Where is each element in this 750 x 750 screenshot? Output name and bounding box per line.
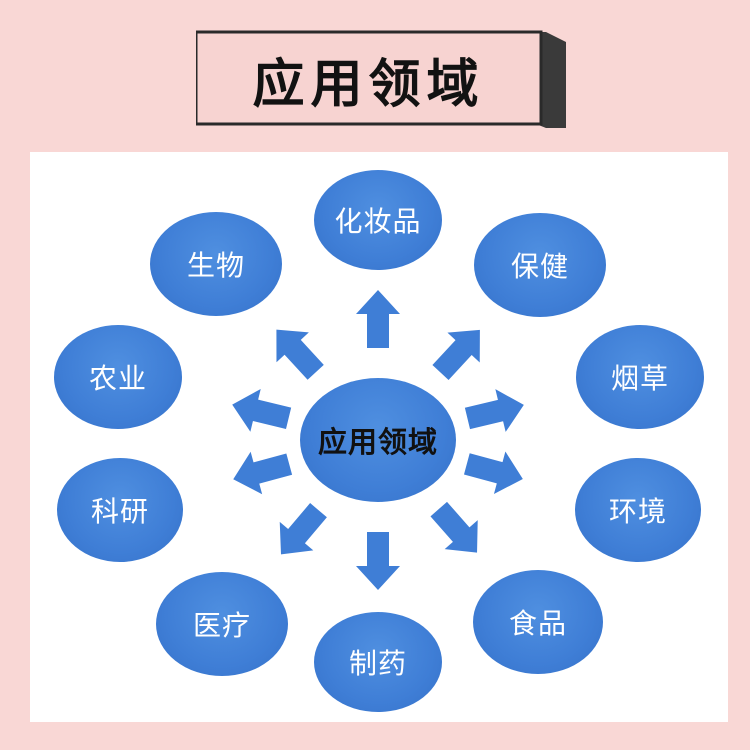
title-banner-frame xyxy=(196,30,566,128)
node-research: 科研 xyxy=(57,458,183,562)
node-agriculture: 农业 xyxy=(54,325,182,429)
arrow-to-cosmetics xyxy=(356,290,400,348)
page-title: 应用领域 xyxy=(252,53,485,115)
node-biology: 生物 xyxy=(150,212,282,316)
node-label: 农业 xyxy=(88,362,147,395)
node-medical: 医疗 xyxy=(156,572,288,676)
arrow-to-health xyxy=(432,329,480,380)
arrows-layer xyxy=(232,290,524,590)
center-node: 应用领域 xyxy=(300,378,456,502)
arrow-to-medical xyxy=(279,503,327,555)
node-label: 制药 xyxy=(348,647,407,680)
title-banner: 应用领域 xyxy=(196,30,566,128)
arrow-to-research xyxy=(233,451,293,495)
node-health: 保健 xyxy=(474,213,606,317)
node-tobacco: 烟草 xyxy=(576,325,704,429)
node-label: 科研 xyxy=(90,495,149,528)
node-label: 化妆品 xyxy=(334,205,422,238)
arrow-to-environment xyxy=(463,451,523,495)
node-pharma: 制药 xyxy=(314,612,442,712)
arrow-to-tobacco xyxy=(464,389,524,432)
arrow-to-pharma xyxy=(356,532,400,590)
arrow-to-biology xyxy=(276,329,324,380)
arrow-to-agriculture xyxy=(232,388,292,432)
diagram-panel: 应用领域 化妆品 保健 烟草 环境 食品 制药 医疗 科研 农业 生物 xyxy=(30,152,728,722)
node-label: 烟草 xyxy=(610,362,669,395)
node-label: 生物 xyxy=(186,249,245,282)
node-environment: 环境 xyxy=(575,458,701,562)
node-label: 环境 xyxy=(608,495,667,528)
arrow-to-food xyxy=(430,501,478,553)
center-node-label: 应用领域 xyxy=(317,425,438,459)
node-label: 食品 xyxy=(508,607,567,640)
node-label: 保健 xyxy=(510,250,569,283)
node-cosmetics: 化妆品 xyxy=(314,170,442,270)
node-label: 医疗 xyxy=(192,609,251,642)
node-food: 食品 xyxy=(473,570,603,674)
